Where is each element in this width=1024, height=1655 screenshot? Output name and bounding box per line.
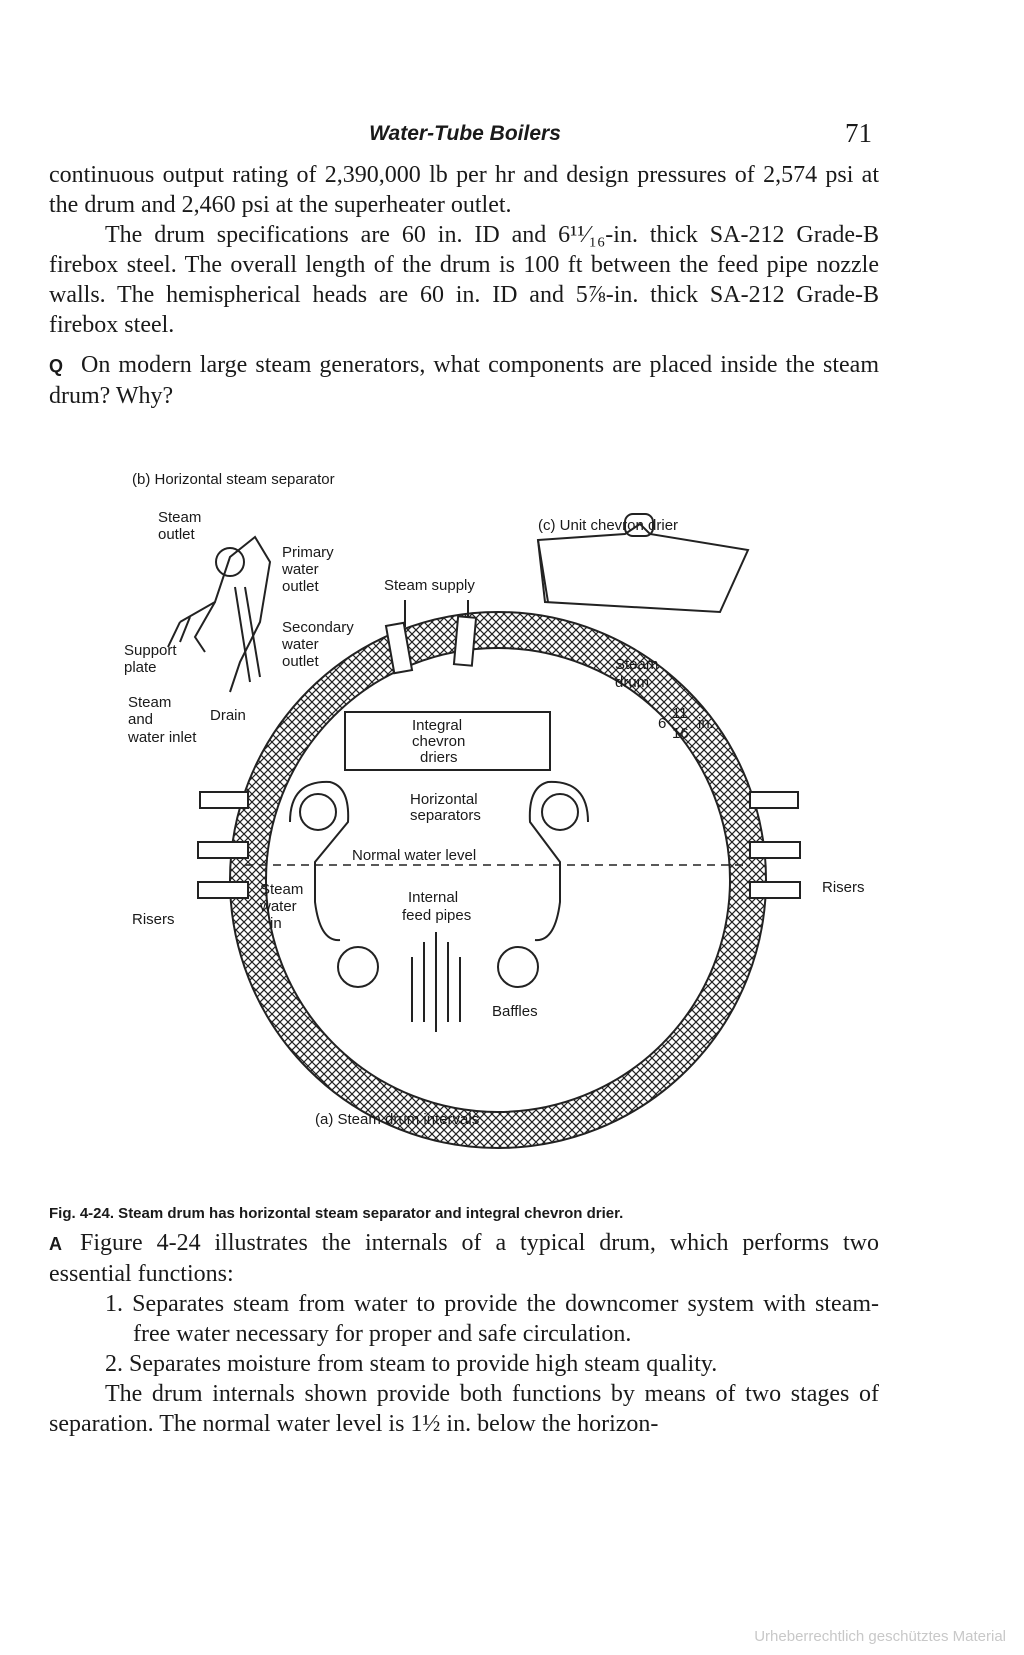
risers-right-label: Risers [822, 879, 865, 896]
normal-water-level-label: Normal water level [352, 847, 476, 864]
primary-line2: water [281, 561, 319, 578]
sub-a-title: (a) Steam drum intervals [315, 1111, 479, 1128]
steam-water-line2: water [259, 898, 297, 915]
thickness-unit: in. [698, 715, 714, 732]
steam-inlet-line1: Steam [128, 694, 171, 711]
steam-drum-line2: drum [615, 674, 649, 691]
secondary-line1: Secondary [282, 619, 354, 636]
question-marker: Q [49, 356, 64, 376]
support-line1: Support [124, 642, 177, 659]
support-line2: plate [124, 659, 157, 676]
horizontal-line1: Horizontal [410, 791, 478, 808]
paragraph-1: continuous output rating of 2,390,000 lb… [49, 162, 879, 218]
steam-water-line1: Steam [260, 881, 303, 898]
baffle-plates [411, 932, 461, 1032]
opening-paragraphs: continuous output rating of 2,390,000 lb… [49, 160, 879, 340]
answer-item-2: 2. Separates moisture from steam to prov… [105, 1351, 718, 1377]
figure-4-24: (b) Horizontal steam separator (c) Unit … [120, 462, 900, 1202]
page-number: 71 [845, 118, 872, 148]
chevron-drier-sketch [536, 513, 750, 614]
answer-closing: The drum internals shown provide both fu… [49, 1381, 879, 1437]
sub-c-title: (c) Unit chevron drier [538, 517, 678, 534]
steam-supply-label: Steam supply [384, 577, 475, 594]
thickness-whole: 6 [658, 715, 666, 732]
thickness-numerator: 11 [672, 705, 688, 722]
running-title: Water-Tube Boilers [369, 122, 561, 145]
internal-line1: Internal [408, 889, 458, 906]
primary-line3: outlet [282, 578, 320, 595]
sub-b-title: (b) Horizontal steam separator [132, 471, 335, 488]
feed-pipes [337, 946, 539, 988]
horizontal-line2: separators [410, 807, 481, 824]
internal-line2: feed pipes [402, 907, 471, 924]
steam-water-line3: in [270, 915, 282, 932]
drain-label: Drain [210, 707, 246, 724]
copyright-watermark: Urheberrechtlich geschütztes Material [754, 1628, 1006, 1645]
figure-caption: Fig. 4-24. Steam drum has horizontal ste… [49, 1205, 624, 1222]
integral-line3: driers [420, 749, 458, 766]
secondary-line2: water [281, 636, 319, 653]
primary-line1: Primary [282, 544, 334, 561]
integral-line2: chevron [412, 733, 465, 750]
answer-item-1: 1. Separates steam from water to provide… [105, 1291, 879, 1347]
steam-outlet-line1: Steam [158, 509, 201, 526]
steam-inlet-line2: and [128, 711, 153, 728]
steam-inlet-line3: water inlet [127, 729, 197, 746]
risers-left-label: Risers [132, 911, 175, 928]
answer-intro: Figure 4-24 illustrates the internals of… [49, 1230, 879, 1287]
integral-line1: Integral [412, 717, 462, 734]
answer-marker: A [49, 1234, 62, 1254]
steam-drum-line1: Steam [615, 656, 658, 673]
separator-sketch [167, 535, 272, 693]
chevron-drier-box [344, 711, 551, 771]
page-header: Water-Tube Boilers 71 [0, 118, 1024, 152]
baffles-label: Baffles [492, 1003, 538, 1020]
paragraph-2: The drum specifications are 60 in. ID an… [49, 222, 879, 338]
riser-nozzles [197, 615, 801, 899]
question-text: On modern large steam generators, what c… [49, 352, 879, 409]
separator-bodies [289, 780, 589, 942]
thickness-denominator: 16 [672, 725, 689, 742]
steam-drum-shell [229, 611, 767, 1149]
steam-drum-diagram: (b) Horizontal steam separator (c) Unit … [124, 471, 865, 1149]
steam-outlet-line2: outlet [158, 526, 196, 543]
secondary-line3: outlet [282, 653, 320, 670]
